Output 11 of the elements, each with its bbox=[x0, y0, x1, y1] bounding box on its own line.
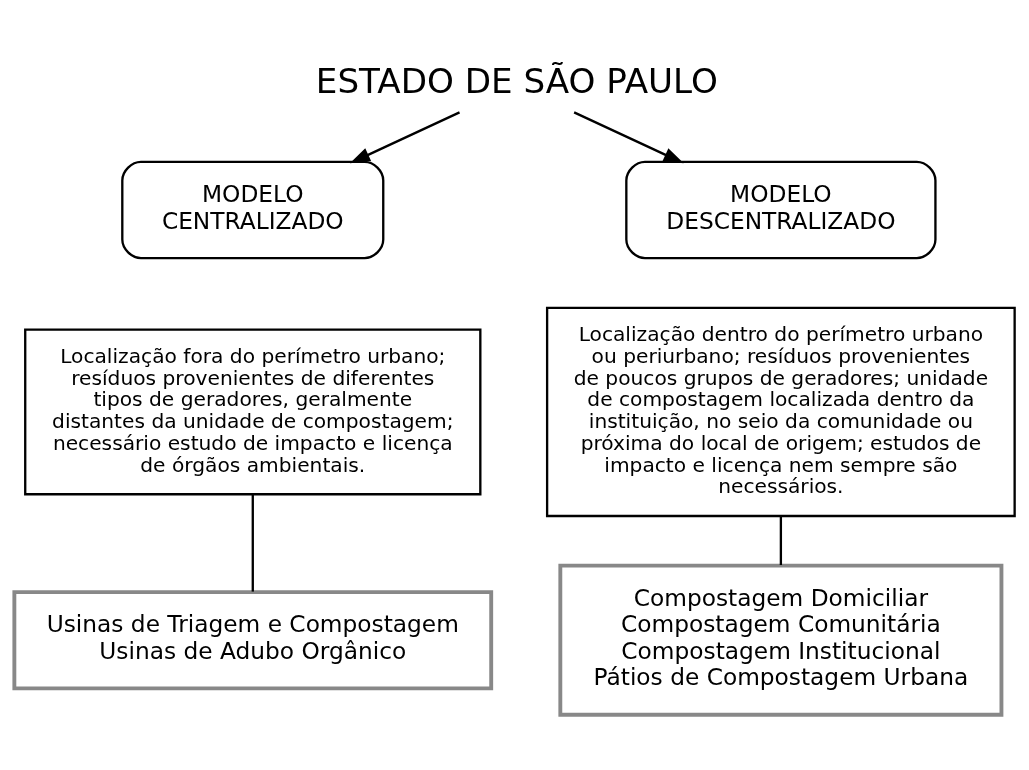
node-box: Compostagem Domiciliar Compostagem Comunitária Compostagem Institucional Pátios de Compostagem Urbana bbox=[558, 563, 1004, 717]
connector bbox=[779, 515, 783, 565]
node-box: MODELO CENTRALIZADO bbox=[121, 160, 385, 259]
connector bbox=[251, 494, 254, 592]
node-box: MODELO DESCENTRALIZADO bbox=[625, 160, 937, 259]
arrow bbox=[349, 110, 460, 163]
arrow bbox=[573, 110, 684, 163]
node-box: Usinas de Triagem e Compostagem Usinas de Adubo Orgânico bbox=[12, 589, 494, 690]
node-text: ESTADO DE SÃO PAULO bbox=[315, 60, 718, 101]
node-box: Localização dentro do perímetro urbano ou periurbano; resíduos provenientes de poucos grupos de geradores; unidade de compostagem localizada dentro da instituição, no seio da comunidade ou próxima do local de origem; estudos de impacto e licença nem sempre são necessários. bbox=[545, 306, 1016, 517]
node-box: Localização fora do perímetro urbano; resíduos provenientes de diferentes tipos de geradores, geralmente distantes da unidade de compostagem; necessário estudo de impacto e licença de órgãos ambientais. bbox=[24, 327, 482, 495]
